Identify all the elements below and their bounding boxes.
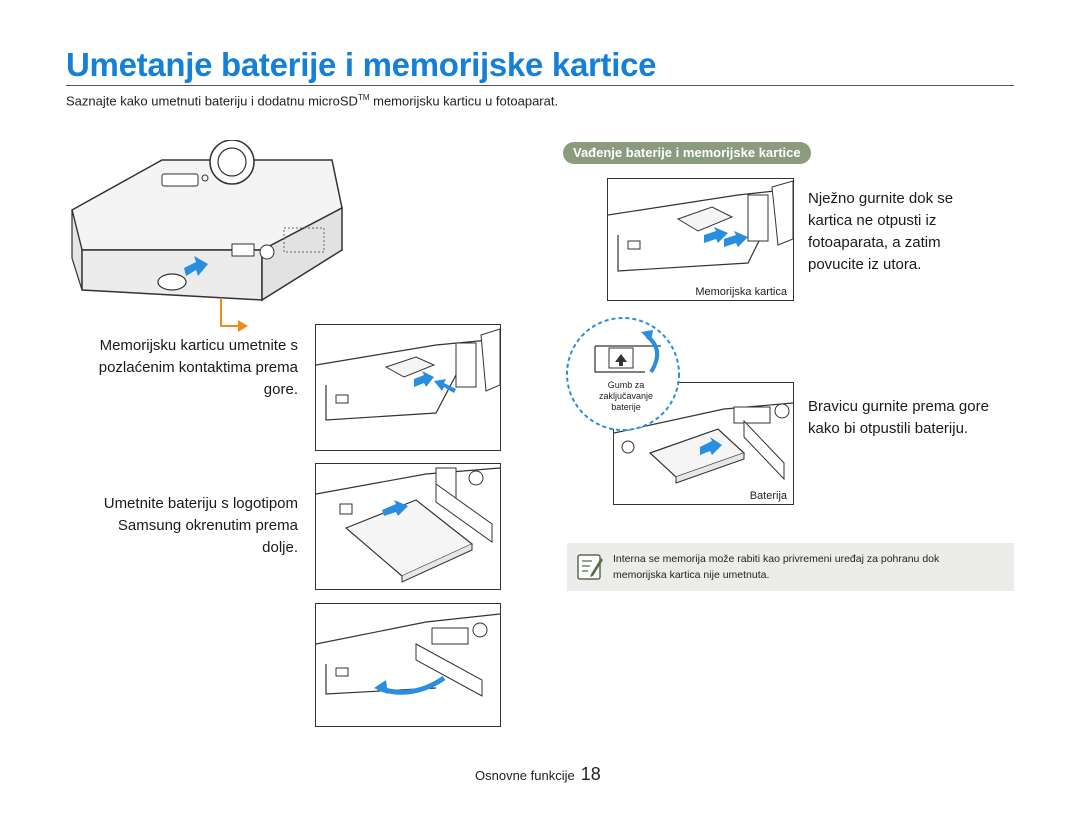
card-insert-illustration [315, 324, 501, 451]
lock-button-magnifier: Gumb za zaključavanje baterije [565, 316, 685, 434]
battery-text-line: Bravicu gurnite prema gore [808, 398, 989, 415]
camera-illustration [62, 139, 352, 305]
footer-section: Osnovne funkcije [475, 768, 575, 783]
intro-text-before: Saznajte kako umetnuti bateriju i dodatn… [66, 93, 358, 109]
step1-text: Memorijsku karticu umetnite s pozlaćenim… [70, 335, 298, 401]
step2-line: Samsung okrenutim prema [117, 517, 298, 534]
step1-line: Memorijsku karticu umetnite s [99, 337, 298, 354]
orange-arrow-icon [218, 296, 252, 336]
note-pencil-icon [577, 552, 603, 580]
card-removal-text: Nježno gurnite dok se kartica ne otpusti… [808, 188, 1008, 276]
step2-line: dolje. [262, 539, 298, 556]
note-box: Interna se memorija može rabiti kao priv… [567, 543, 1014, 591]
lock-label-line: baterije [611, 402, 641, 412]
title-rule [66, 85, 1014, 86]
card-text-line: fotoaparata, a zatim [808, 234, 941, 251]
card-text-line: povucite iz utora. [808, 256, 922, 273]
step2-text: Umetnite bateriju s logotipom Samsung ok… [70, 493, 298, 559]
battery-removal-text: Bravicu gurnite prema gore kako bi otpus… [808, 396, 1018, 440]
battery-removal-illustration: Baterija [613, 382, 794, 505]
step1-line: pozlaćenim kontaktima prema [98, 359, 298, 376]
step2-line: Umetnite bateriju s logotipom [103, 495, 298, 512]
note-line: Interna se memorija može rabiti kao priv… [613, 553, 940, 565]
intro-text-after: memorijsku karticu u fotoaparat. [369, 93, 559, 109]
cover-close-illustration [315, 603, 501, 727]
intro-text: Saznajte kako umetnuti bateriju i dodatn… [66, 93, 558, 108]
battery-insert-illustration [315, 463, 501, 590]
lock-label: Gumb za zaključavanje baterije [597, 380, 655, 413]
intro-superscript: TM [357, 93, 370, 102]
card-text-line: kartica ne otpusti iz [808, 212, 937, 229]
step1-line: gore. [263, 381, 298, 398]
card-caption: Memorijska kartica [693, 286, 789, 298]
lock-label-line: Gumb za [607, 380, 645, 390]
battery-caption: Baterija [747, 490, 789, 502]
note-line: memorijska kartica nije umetnuta. [613, 569, 770, 581]
note-text: Interna se memorija može rabiti kao priv… [613, 551, 1008, 583]
lock-label-line: zaključavanje [598, 391, 654, 401]
section-heading: Vađenje baterije i memorijske kartice [563, 142, 811, 164]
battery-text-line: kako bi otpustili bateriju. [808, 420, 969, 437]
page-footer: Osnovne funkcije 18 [475, 764, 601, 785]
card-text-line: Nježno gurnite dok se [808, 190, 954, 207]
page-title: Umetanje baterije i memorijske kartice [66, 46, 657, 83]
page-number: 18 [580, 764, 601, 784]
card-removal-illustration: Memorijska kartica [607, 178, 794, 301]
